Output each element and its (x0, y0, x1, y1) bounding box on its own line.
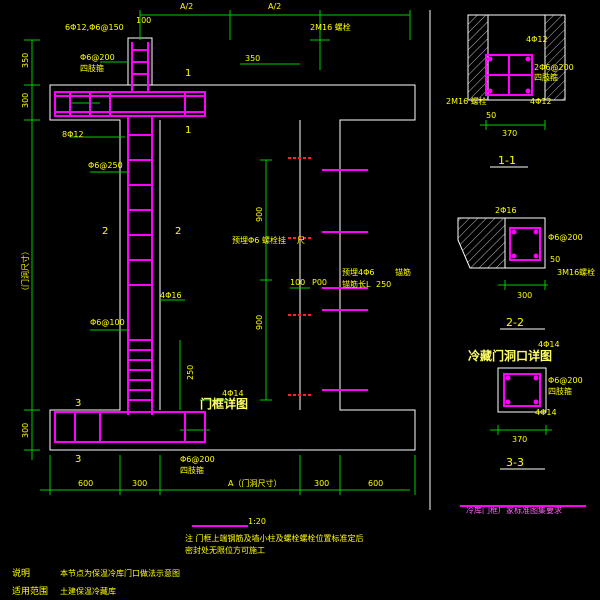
dim-100: 100 (136, 16, 151, 25)
dim-300-left: 300 (132, 479, 147, 488)
s1-b412: 4Φ12 (530, 97, 552, 106)
s1-title: 1-1 (498, 154, 516, 167)
dim-a-half-left: A/2 (180, 2, 193, 11)
label-bar-4014: 4Φ14 (222, 389, 244, 398)
apply-value: 土建保温冷藏库 (60, 586, 116, 596)
label-stirrup-6b200: Φ6@200 (80, 53, 115, 62)
s3-ties: 四肢箍 (548, 386, 572, 396)
s1-s200: 2Φ6@200 (534, 63, 574, 72)
dim-p00: P00 (312, 278, 327, 287)
s3-t414: 4Φ14 (538, 340, 560, 349)
label-anchor-len: 锚筋长L (342, 279, 371, 289)
label-four-ties-bottom: 四肢箍 (180, 465, 204, 475)
label-pre-embed-2: 锚筋 (395, 267, 411, 277)
dim-350-left: 350 (21, 53, 30, 68)
section-2-2-text: 2Φ16 Φ6@200 50 3M16螺栓 300 2-2 (495, 206, 595, 329)
dim-600-left: 600 (78, 479, 93, 488)
label-stirrup-6b200-bottom: Φ6@200 (180, 455, 215, 464)
section-3-3 (490, 367, 552, 435)
scale: 1:20 (248, 517, 266, 526)
s3-b414: 4Φ14 (535, 408, 557, 417)
section-1-1-text: 4Φ12 2Φ6@200 四肢箍 2M16 螺栓 4Φ12 50 370 1-1 (446, 35, 574, 167)
label-stirrup-6b100: Φ6@100 (90, 318, 125, 327)
bottom-beam-rebar (54, 411, 206, 443)
right-note: 冷库门框厂家标准图集要求 (466, 505, 562, 515)
dim-300-top-left: 300 (21, 93, 30, 108)
elevation-text: A/2 A/2 100 350 6Φ12,Φ6@150 2M16 螺栓 Φ6@2… (62, 2, 411, 475)
note-line-1: 注 门框上端钢筋及墙小柱及螺栓螺栓位置标准定后 (185, 533, 364, 543)
s1-width: 370 (502, 129, 517, 138)
label-two-m16: 2M16 螺栓 (310, 22, 351, 32)
desc-label: 说明 (12, 567, 30, 579)
label-pre-anchor-3: 尺 (297, 236, 305, 245)
s3-width: 370 (512, 435, 527, 444)
section-mark-2: 2 (102, 226, 108, 237)
s3-heading: 冷藏门洞口详图 (468, 348, 552, 363)
dim-250: 250 (186, 365, 195, 380)
s1-ties: 四肢箍 (534, 72, 558, 82)
label-four-m16: 4Φ16 (160, 291, 182, 300)
dim-door-size-bottom: A（门洞尺寸） (228, 478, 281, 488)
dim-300-bottom-left: 300 (21, 423, 30, 438)
section-2-2 (457, 217, 548, 290)
dim-350-top: 350 (245, 54, 260, 63)
apply-label: 适用范围 (12, 585, 48, 597)
s1-m16: 2M16 螺栓 (446, 96, 487, 106)
label-pre-embed: 预埋4Φ6 (342, 267, 374, 277)
label-bar-8012: 8Φ12 (62, 130, 84, 139)
door-frame-title: 门框详图 (200, 396, 248, 411)
s2-m16b: 3M16螺栓 (557, 267, 595, 277)
anchor-marks (288, 157, 368, 396)
note-line-2: 密封处无限位方可施工 (185, 545, 265, 555)
column-rebar (127, 116, 153, 415)
section-mark-3b: 3 (75, 454, 81, 465)
dim-900-lower: 900 (255, 315, 264, 330)
dim-door-size-left: （门洞尺寸） (20, 247, 30, 295)
desc-value: 本节点为保温冷库门口做法示意图 (60, 568, 180, 578)
elevation-dim-lines (24, 10, 416, 495)
elevation-outline (49, 37, 416, 451)
s2-s200: Φ6@200 (548, 233, 583, 242)
dim-300-right: 300 (314, 479, 329, 488)
label-pre-anchor: 预埋Φ6 (232, 235, 259, 245)
s3-s200: Φ6@200 (548, 376, 583, 385)
section-mark-3: 3 (75, 398, 81, 409)
dim-900-upper: 900 (255, 207, 264, 222)
s2-title: 2-2 (506, 316, 524, 329)
top-beam-rebar (54, 42, 206, 117)
s1-d50: 50 (486, 111, 496, 120)
section-mark-1: 1 (185, 68, 191, 79)
rotated-dim-text: 350 300 （门洞尺寸） 300 900 900 250 (20, 53, 264, 438)
section-3-3-text: 4Φ14 Φ6@200 四肢箍 4Φ14 370 3-3 (506, 340, 583, 469)
section-1-1 (467, 14, 566, 130)
s2-m16: 2Φ16 (495, 206, 517, 215)
label-four-ties: 四肢箍 (80, 63, 104, 73)
s1-top: 4Φ12 (526, 35, 548, 44)
dim-100-p00: 100 (290, 278, 305, 287)
dim-600-right: 600 (368, 479, 383, 488)
s3-title: 3-3 (506, 456, 524, 469)
dim-a-half-right: A/2 (268, 2, 281, 11)
s2-width: 300 (517, 291, 532, 300)
label-anchor-len-2: 250 (376, 280, 391, 289)
bottom-dims: 600 300 A（门洞尺寸） 300 600 (78, 478, 383, 488)
section-mark-1b: 1 (185, 125, 191, 136)
label-top-bar: 6Φ12,Φ6@150 (65, 23, 124, 32)
s2-d50: 50 (550, 255, 560, 264)
label-stirrup-6b250: Φ6@250 (88, 161, 123, 170)
label-pre-anchor-2: 螺栓挂 (262, 235, 286, 245)
section-mark-2b: 2 (175, 226, 181, 237)
